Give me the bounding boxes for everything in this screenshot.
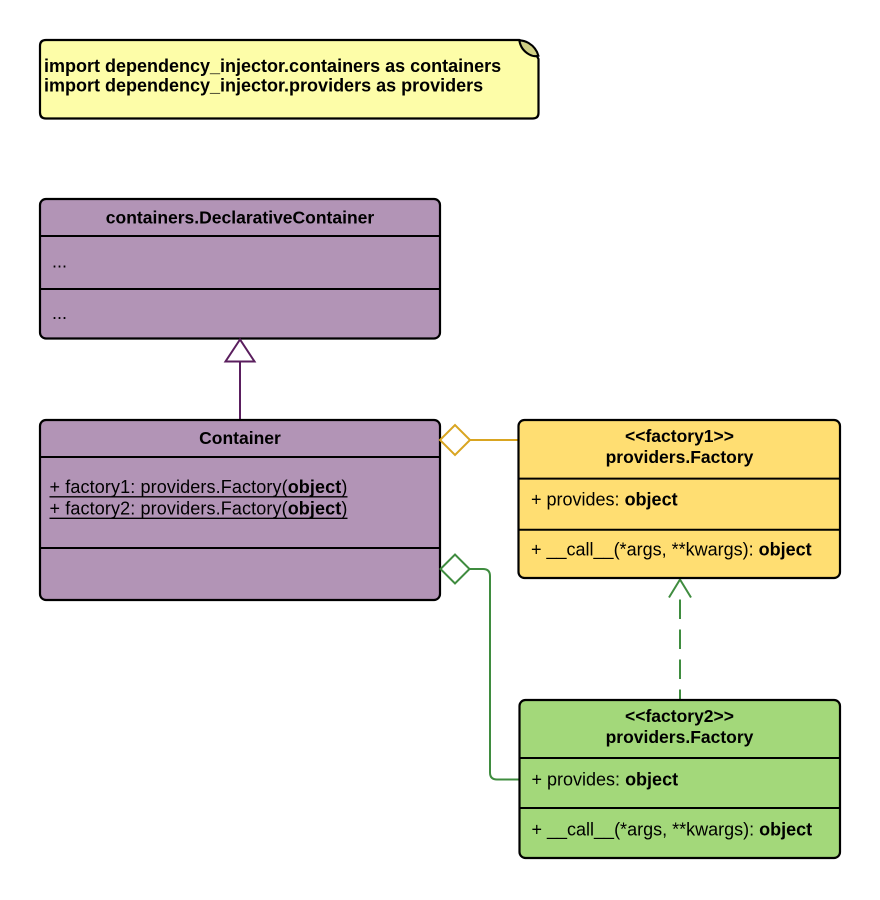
svg-text:...: ... bbox=[52, 303, 67, 323]
svg-text:Container: Container bbox=[199, 428, 281, 448]
svg-text:containers.DeclarativeContaine: containers.DeclarativeContainer bbox=[106, 208, 375, 228]
svg-text:import dependency_injector.con: import dependency_injector.containers as… bbox=[44, 56, 501, 76]
svg-text:<<factory1>>: <<factory1>> bbox=[625, 426, 734, 446]
svg-text:...: ... bbox=[52, 252, 67, 272]
svg-text:import dependency_injector.pro: import dependency_injector.providers as … bbox=[44, 75, 483, 95]
svg-text:providers.Factory: providers.Factory bbox=[606, 727, 754, 747]
svg-text:<<factory2>>: <<factory2>> bbox=[625, 706, 734, 726]
svg-text:+ provides: object: + provides: object bbox=[531, 490, 678, 510]
svg-text:+ __call__(*args, **kwargs): o: + __call__(*args, **kwargs): object bbox=[532, 820, 813, 841]
svg-text:providers.Factory: providers.Factory bbox=[606, 447, 754, 467]
svg-text:+ factory1: providers.Factory(: + factory1: providers.Factory(object) bbox=[50, 477, 348, 497]
svg-text:+ __call__(*args, **kwargs): o: + __call__(*args, **kwargs): object bbox=[531, 540, 812, 561]
svg-text:+ provides: object: + provides: object bbox=[532, 770, 679, 790]
svg-text:+ factory2: providers.Factory(: + factory2: providers.Factory(object) bbox=[50, 499, 348, 519]
